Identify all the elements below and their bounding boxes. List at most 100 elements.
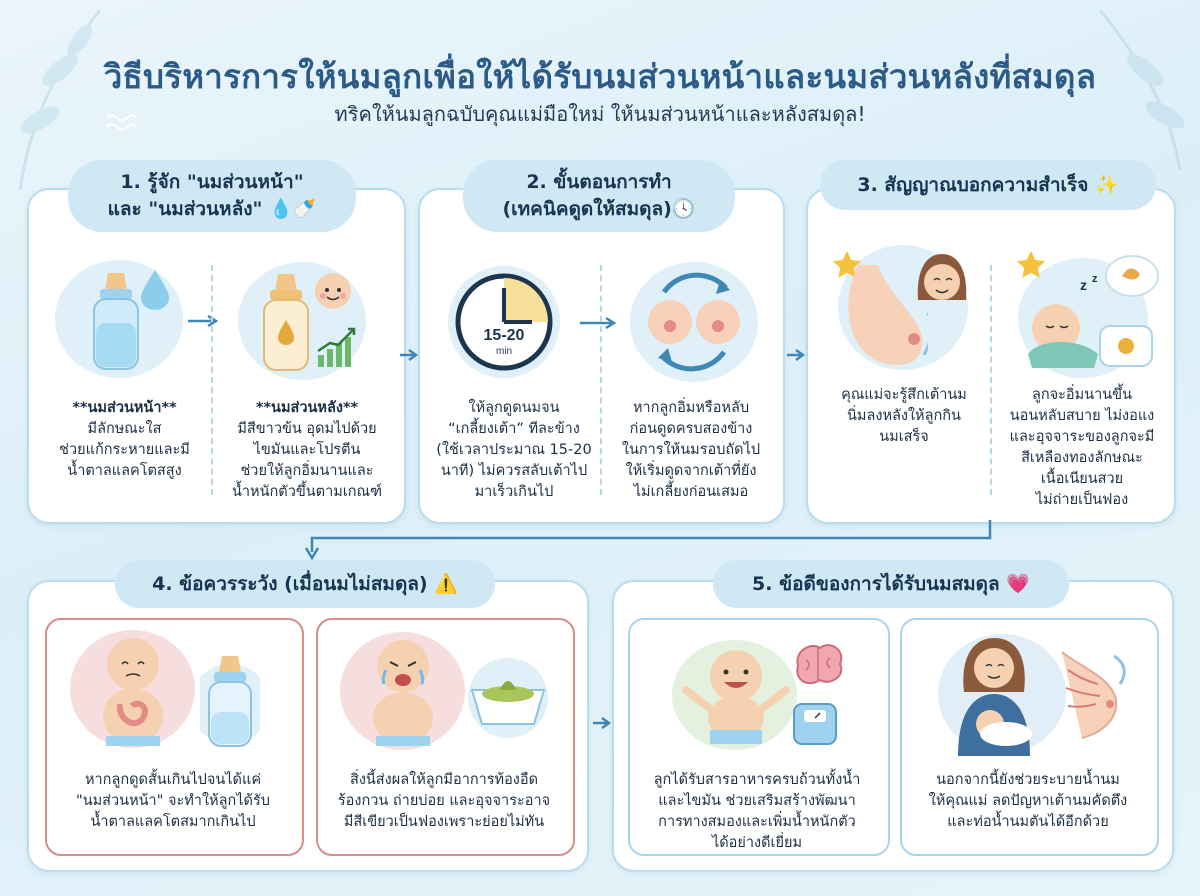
divider: [211, 265, 213, 495]
water-drop-icon: [141, 270, 169, 310]
text-line: "นมส่วนหน้า" จะทำให้ลูกได้รับ: [76, 793, 270, 809]
text-line: ให้เริ่มดูดจากเต้าที่ยัง: [625, 463, 757, 479]
divider: [990, 265, 992, 495]
text-line: ไขมันและโปรตีน: [253, 442, 361, 458]
text-line: “เกลี้ยงเต้า” ทีละข้าง: [448, 421, 580, 437]
text-line: (ใช้เวลาประมาณ 15-20: [436, 442, 592, 458]
divider: [600, 265, 602, 495]
arrow-right-icon: [593, 716, 612, 730]
text-line: หากลูกอิ่มหรือหลับ: [632, 400, 750, 416]
arrow-right-icon: [400, 348, 419, 362]
text-line: นาที) ไม่ควรสลับเต้าไป: [440, 463, 588, 479]
section-4-title: 4. ข้อควรระวัง (เมื่อนมไม่สมดุล) ⚠️: [152, 572, 458, 595]
text-line: น้ำหนักตัวขึ้นตามเกณฑ์: [231, 484, 383, 500]
text-line: ร้องกวน ถ่ายบ่อย และอุจจาระอาจ: [337, 793, 551, 809]
section-1-title-line2: และ "นมส่วนหลัง" 💧🍼: [107, 198, 317, 220]
breast-soft-icon: [848, 265, 928, 365]
text-line: หากลูกดูดสั้นเกินไปจนได้แค่: [84, 772, 262, 788]
page-subtitle: ทริคให้นมลูกฉบับคุณแม่มือใหม่ ให้นมส่วนห…: [334, 102, 866, 126]
clock-unit-label: min: [496, 346, 512, 357]
section-5-header: 5. ข้อดีของการได้รับนมสมดุล 💗: [713, 560, 1069, 608]
svg-text:z: z: [1092, 273, 1098, 285]
foremilk-text: **นมส่วนหน้า** มีลักษณะใส ช่วยแก้กระหายแ…: [37, 398, 212, 482]
text-line: มีสีเขียวเป็นฟองเพราะย่อยไม่ทัน: [343, 814, 545, 830]
page-title: วิธีบริหารการให้นมลูกเพื่อให้ได้รับนมส่ว…: [103, 57, 1097, 96]
text-line: มีสีขาวข้น อุดมไปด้วย: [237, 421, 377, 437]
text-line: ไม่ถ่ายเป็นฟอง: [1035, 492, 1129, 508]
leaf-decoration-icon: [18, 9, 102, 191]
section-1-title-line1: 1. รู้จัก "นมส่วนหน้า": [120, 171, 304, 193]
section-1-header: 1. รู้จัก "นมส่วนหน้า" และ "นมส่วนหลัง" …: [68, 160, 356, 232]
text-line: ให้ลูกดูดนมจน: [468, 400, 560, 416]
success-mother-text: คุณแม่จะรู้สึกเต้านม นิ่มลงหลังให้ลูกกิน…: [816, 385, 992, 448]
text-line: มีลักษณะใส: [87, 421, 162, 437]
leaf-decoration-icon: [1098, 9, 1185, 171]
text-line: และท่อน้ำนมตันได้อีกด้วย: [947, 814, 1109, 830]
text-line: และอุจจาระของลูกจะมี: [1009, 429, 1155, 445]
text-line: และไขมัน ช่วยเสริมสร้างพัฒนา: [658, 793, 856, 809]
text-line: ให้คุณแม่ ลดปัญหาเต้านมคัดตึง: [928, 793, 1128, 809]
hindmilk-label: **นมส่วนหลัง**: [255, 400, 359, 416]
clock-icon: 15-20 min: [448, 266, 560, 378]
breasts-icon: [648, 272, 740, 372]
svg-text:z: z: [1080, 277, 1087, 293]
text-line: ช่วยให้ลูกอิ่มนานและ: [240, 463, 374, 479]
step-2-text: หากลูกอิ่มหรือหลับ ก่อนดูดครบสองข้าง ในก…: [604, 398, 778, 503]
text-line: ก่อนดูดครบสองข้าง: [629, 421, 753, 437]
warning-1-text: หากลูกดูดสั้นเกินไปจนได้แค่ "นมส่วนหน้า"…: [50, 770, 296, 833]
baby-stomach-icon: [103, 638, 163, 746]
benefit-1-text: ลูกได้รับสารอาหารครบถ้วนทั้งน้ำ และไขมัน…: [632, 770, 882, 854]
milk-bottle-icon: [93, 273, 139, 370]
success-baby-text: ลูกจะอิ่มนานขึ้น นอนหลับสบาย ไม่งอแง และ…: [994, 385, 1170, 511]
foremilk-label: **นมส่วนหน้า**: [72, 400, 177, 416]
arrow-right-icon: [188, 314, 219, 328]
section-3-title: 3. สัญญาณบอกความสำเร็จ ✨: [857, 173, 1119, 196]
scale-icon: [793, 703, 837, 745]
section-5-title: 5. ข้อดีของการได้รับนมสมดุล 💗: [752, 572, 1030, 595]
connector-arrow-icon: [304, 520, 992, 560]
benefit-2-text: นอกจากนี้ยังช่วยระบายน้ำนม ให้คุณแม่ ลดป…: [904, 770, 1152, 833]
growth-chart-icon: [317, 327, 356, 367]
green-diaper-icon: [468, 658, 548, 738]
text-line: คุณแม่จะรู้สึกเต้านม: [841, 387, 967, 403]
wave-decoration-icon: [106, 114, 138, 131]
star-icon: [832, 250, 862, 278]
text-line: เนื้อเนียนสวย: [1040, 471, 1124, 487]
text-line: นิ่มลงหลังให้ลูกกิน: [847, 408, 961, 424]
section-4-header: 4. ข้อควรระวัง (เมื่อนมไม่สมดุล) ⚠️: [115, 560, 495, 608]
clock-time-label: 15-20: [484, 327, 525, 344]
sleeping-baby-icon: z z: [1028, 255, 1159, 368]
breastfeeding-mother-icon: [958, 638, 1032, 756]
mother-face-icon: [917, 254, 967, 300]
baby-face-icon: [315, 273, 351, 309]
text-line: ในการให้นมรอบถัดไป: [621, 442, 761, 458]
section-2-header: 2. ขั้นตอนการทำ (เทคนิคดูดให้สมดุล)🕓: [463, 160, 735, 232]
text-line: ลูกจะอิ่มนานขึ้น: [1031, 387, 1132, 403]
text-line: นอนหลับสบาย ไม่งอแง: [1009, 408, 1155, 424]
milk-bottle-icon: [263, 274, 309, 371]
section-2-title-line1: 2. ขั้นตอนการทำ: [526, 171, 672, 193]
warning-2-text: สิ่งนี้ส่งผลให้ลูกมีอาการท้องอืด ร้องกวน…: [320, 770, 568, 833]
text-line: ไม่เกลี้ยงก่อนเสมอ: [633, 484, 749, 500]
text-line: สีเหลืองทองลักษณะ: [1021, 450, 1143, 466]
text-line: สิ่งนี้ส่งผลให้ลูกมีอาการท้องอืด: [349, 772, 539, 788]
arrow-right-icon: [787, 348, 806, 362]
star-icon: [1016, 250, 1046, 278]
hindmilk-text: **นมส่วนหลัง** มีสีขาวข้น อุดมไปด้วย ไขม…: [214, 398, 400, 503]
step-1-text: ให้ลูกดูดนมจน “เกลี้ยงเต้า” ทีละข้าง (ใช…: [428, 398, 600, 503]
happy-baby-icon: [682, 650, 790, 744]
text-line: นอกจากนี้ยังช่วยระบายน้ำนม: [936, 772, 1120, 788]
text-line: ช่วยแก้กระหายและมี: [59, 442, 190, 458]
text-line: การทางสมองและเพิ่มน้ำหนักตัว: [658, 814, 856, 830]
milk-bottle-icon: [200, 656, 260, 747]
arrow-right-icon: [580, 316, 617, 330]
text-line: ลูกได้รับสารอาหารครบถ้วนทั้งน้ำ: [653, 772, 861, 788]
text-line: น้ำตาลแลคโตสสูง: [67, 463, 182, 479]
section-2-title-line2: (เทคนิคดูดให้สมดุล)🕓: [502, 198, 696, 220]
text-line: มาเร็วเกินไป: [474, 484, 554, 500]
text-line: นมเสร็จ: [879, 429, 929, 445]
text-line: ได้อย่างดีเยี่ยม: [711, 835, 803, 851]
text-line: น้ำตาลแลคโตสมากเกินไป: [90, 814, 256, 830]
section-3-header: 3. สัญญาณบอกความสำเร็จ ✨: [820, 160, 1156, 210]
brain-icon: [796, 644, 843, 685]
